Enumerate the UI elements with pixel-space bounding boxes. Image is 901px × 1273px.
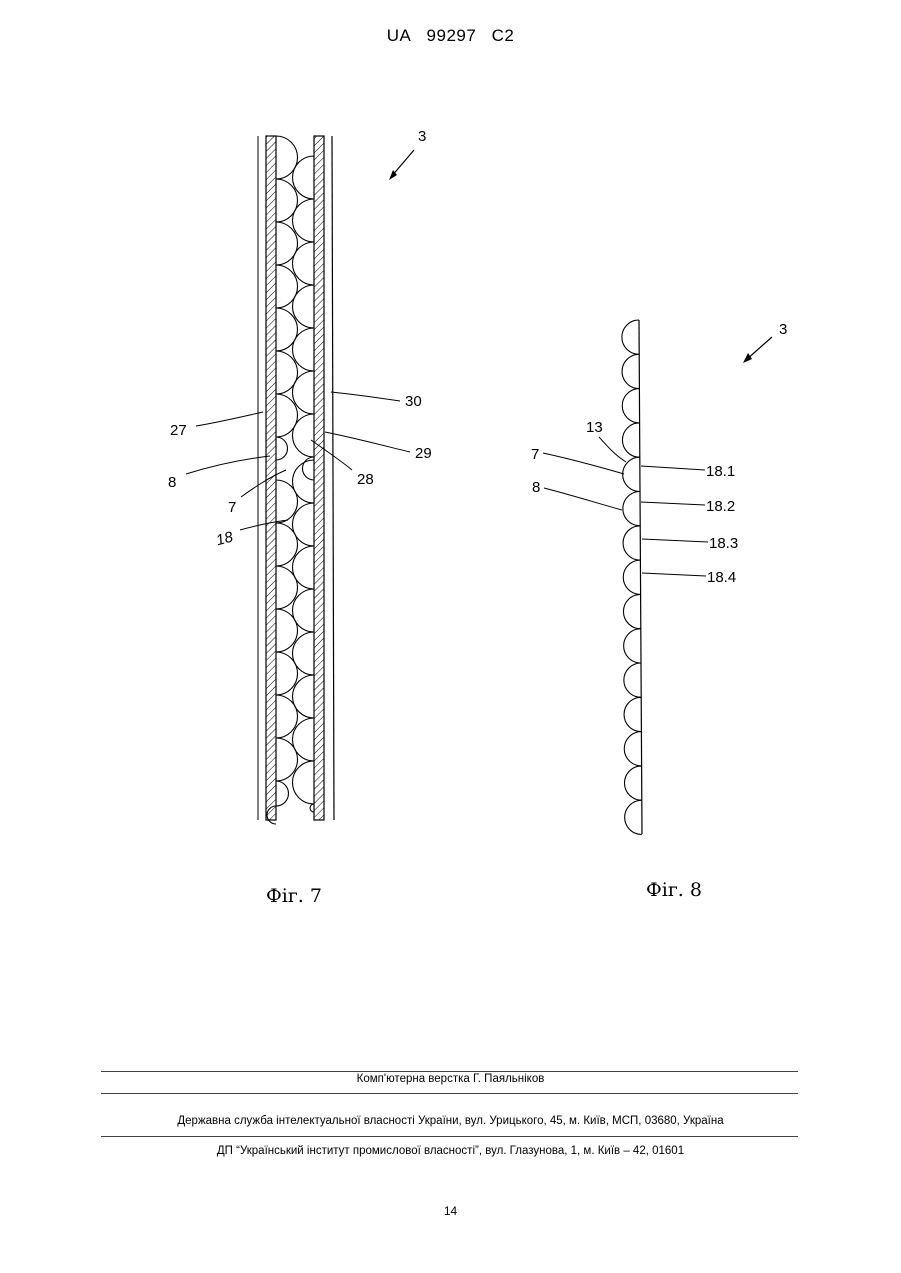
fig8-label-18-2: 18.2 — [706, 498, 735, 515]
page-number: 14 — [0, 1204, 901, 1218]
fig7-leader-8 — [186, 456, 270, 474]
fig7-label-29: 29 — [415, 445, 432, 462]
fig8-label-18-3: 18.3 — [709, 535, 738, 552]
fig7-label-18: 18 — [214, 528, 235, 549]
fig8-arc — [624, 663, 641, 697]
footer-rule-2 — [101, 1093, 798, 1094]
fig7-label-28: 28 — [357, 471, 374, 488]
fig7-caption: Фіг. 7 — [266, 885, 322, 907]
fig8-arc — [624, 732, 641, 766]
fig8-arc — [623, 457, 640, 491]
fig8-arc — [623, 560, 640, 594]
fig7-label-3: 3 — [418, 128, 426, 145]
fig8-leader-18-3 — [642, 539, 708, 542]
fig7-leader-18 — [240, 520, 288, 530]
fig7-label-8: 8 — [168, 474, 176, 491]
fig8-arc — [624, 697, 641, 731]
fig8-caption: Фіг. 8 — [646, 879, 702, 901]
fig7-leader-27 — [196, 412, 263, 426]
fig8-arc — [623, 526, 640, 560]
fig8-leader-18-2 — [641, 502, 705, 505]
fig8-label-3: 3 — [779, 321, 787, 338]
fig7-leader-7 — [241, 470, 286, 497]
fig7-label-30: 30 — [405, 393, 422, 410]
fig7-arc — [276, 437, 288, 460]
footer-rule-1 — [101, 1071, 798, 1072]
fig8-leader-18-1 — [641, 466, 705, 470]
fig8-arc — [623, 492, 640, 526]
fig8-label-7: 7 — [531, 446, 539, 463]
fig8-label-18-1: 18.1 — [706, 463, 735, 480]
footer-office: Державна служба інтелектуальної власност… — [0, 1115, 901, 1127]
fig7-arc — [310, 804, 314, 812]
fig8-lens-arcs — [622, 320, 642, 835]
fig7-label-27: 27 — [170, 422, 187, 439]
fig7-arc — [293, 460, 315, 503]
footer-rule-3 — [101, 1136, 798, 1137]
fig8-leader-18-4 — [642, 573, 706, 576]
fig7-arc — [276, 136, 298, 179]
fig8-leader-7 — [543, 453, 624, 474]
fig7-arc — [293, 414, 315, 457]
footer-institute: ДП “Український інститут промислової вла… — [0, 1145, 901, 1157]
fig8-arc — [622, 389, 639, 423]
fig8-label-18-4: 18.4 — [707, 569, 736, 586]
fig8-arc — [623, 594, 640, 628]
fig8-arc — [622, 354, 639, 388]
fig8-label-8: 8 — [532, 479, 540, 496]
fig8-arc — [622, 423, 639, 457]
fig8-arc — [622, 320, 639, 354]
fig8-arc — [624, 766, 641, 800]
fig7-right-plate — [314, 136, 324, 820]
figure-7: 3 30 27 29 8 28 7 18 Фіг. 7 — [168, 128, 432, 907]
fig8-arc — [625, 800, 642, 834]
fig7-arc — [276, 781, 288, 806]
fig8-leader-8 — [544, 488, 622, 510]
fig8-arc — [624, 629, 641, 663]
fig7-leader-30 — [331, 392, 400, 401]
fig8-label-13: 13 — [586, 419, 603, 436]
footer-typesetter: Комп'ютерна верстка Г. Паяльніков — [0, 1073, 901, 1085]
figure-8: 3 13 7 8 18.1 18.2 18.3 18.4 Фіг. 8 — [531, 320, 787, 901]
fig7-leader-29 — [325, 432, 410, 452]
fig7-outer-edge — [332, 136, 334, 820]
fig8-base-line — [639, 320, 642, 834]
fig8-ref3-arrowhead — [743, 353, 752, 363]
fig7-label-7: 7 — [228, 499, 236, 516]
